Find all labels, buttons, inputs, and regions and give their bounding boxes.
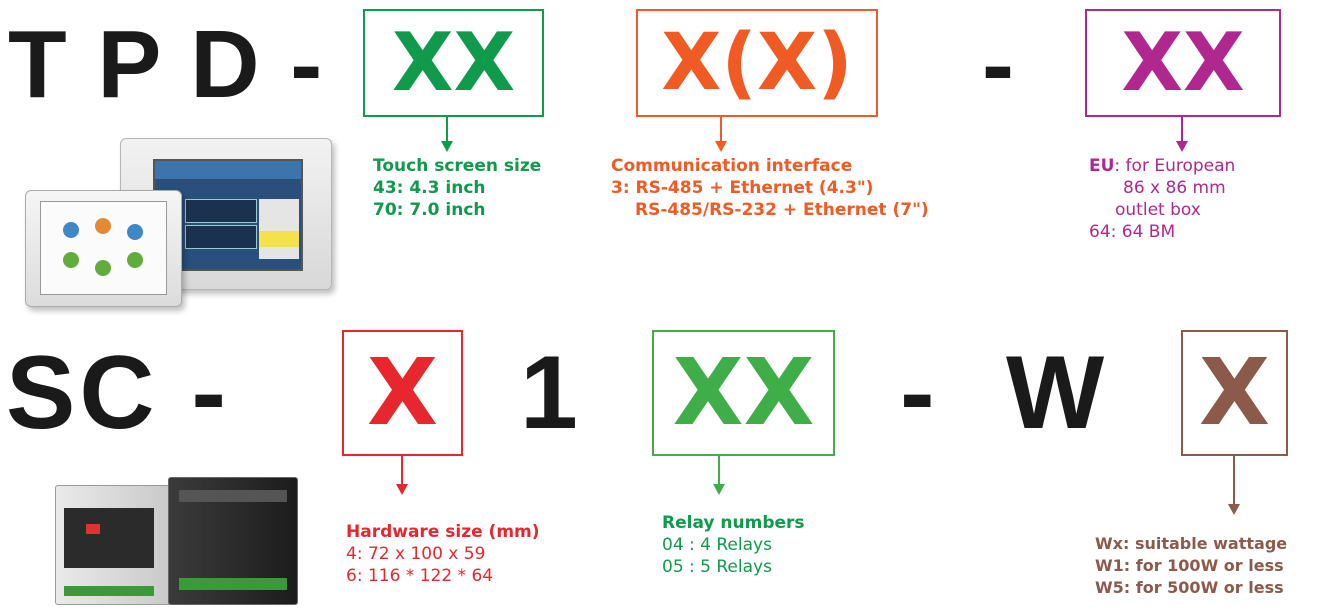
sc-dash: - [900, 335, 935, 451]
tpd-mount-eu-key: EU [1089, 156, 1115, 176]
sc-wattage-code-box: X [1181, 330, 1288, 456]
tpd-mount-eu-size: 86 x 86 mm [1123, 178, 1226, 198]
tpd-size-option: 70: 7.0 inch [373, 200, 486, 220]
tpd-mount-code: XX [1121, 16, 1245, 109]
sc-prefix: SC - [6, 335, 230, 451]
sc-series-digit: 1 [520, 335, 578, 451]
sc-hardware-code: X [367, 339, 438, 446]
tpd-mount-description: EU: for European 86 x 86 mm outlet box 6… [1089, 155, 1235, 243]
tpd-comm-description: Communication interface 3: RS-485 + Ethe… [611, 155, 929, 221]
tpd-comm-code-box: X(X) [636, 9, 878, 117]
sc-relay-option: 05 : 5 Relays [662, 557, 772, 577]
sc-wattage-option: W1: for 100W or less [1095, 556, 1284, 575]
sc-wattage-code: X [1199, 339, 1270, 446]
tpd-comm-option: RS-485/RS-232 + Ethernet (7") [635, 200, 929, 220]
sc-wattage-connector [1233, 456, 1235, 506]
tpd-size-code: XX [391, 16, 516, 109]
sc-wattage-description: Wx: suitable wattage W1: for 100W or les… [1095, 533, 1287, 599]
tpd-mount-option: 64: 64 BM [1089, 222, 1176, 242]
tpd-comm-arrow-icon [715, 141, 727, 152]
sc-device-image-6 [168, 477, 298, 605]
tpd-device-image-4inch [25, 190, 182, 307]
sc-hardware-option: 6: 116 * 122 * 64 [346, 566, 494, 586]
sc-hardware-arrow-icon [396, 484, 408, 495]
sc-relay-connector [718, 456, 720, 486]
sc-hardware-description: Hardware size (mm) 4: 72 x 100 x 59 6: 1… [346, 521, 540, 587]
tpd-comm-code: X(X) [661, 18, 853, 108]
tpd-size-connector [446, 117, 448, 143]
tpd-comm-title: Communication interface [611, 156, 853, 176]
sc-relay-code: XX [672, 339, 815, 446]
tpd-mount-eu-line: EU: for European [1089, 155, 1235, 177]
tpd-size-option: 43: 4.3 inch [373, 178, 486, 198]
sc-hardware-connector [401, 456, 403, 486]
sc-relay-option: 04 : 4 Relays [662, 535, 772, 555]
sc-relay-description: Relay numbers 04 : 4 Relays 05 : 5 Relay… [662, 512, 805, 578]
sc-relay-title: Relay numbers [662, 513, 805, 533]
tpd-size-arrow-icon [441, 141, 453, 152]
sc-w-letter: W [1006, 335, 1105, 451]
sc-relay-arrow-icon [713, 484, 725, 495]
tpd-mount-code-box: XX [1085, 9, 1281, 117]
tpd-mount-eu-text: : for European [1114, 156, 1236, 176]
tpd-mount-arrow-icon [1176, 141, 1188, 152]
tpd-size-title: Touch screen size [373, 156, 542, 176]
sc-wattage-option: W5: for 500W or less [1095, 578, 1284, 597]
tpd-size-description: Touch screen size 43: 4.3 inch 70: 7.0 i… [373, 155, 541, 221]
sc-hardware-title: Hardware size (mm) [346, 522, 540, 542]
tpd-comm-connector [720, 117, 722, 143]
tpd-mount-eu-box: outlet box [1115, 200, 1201, 220]
tpd-prefix: T P D - [8, 11, 325, 118]
sc-wattage-option: Wx: suitable wattage [1095, 534, 1288, 553]
sc-wattage-arrow-icon [1228, 504, 1240, 515]
sc-hardware-code-box: X [342, 330, 463, 456]
sc-relay-code-box: XX [652, 330, 835, 456]
tpd-size-code-box: XX [363, 9, 544, 117]
tpd-mount-connector [1181, 117, 1183, 143]
sc-device-image-4 [55, 485, 172, 605]
tpd-dash: - [982, 11, 1014, 118]
tpd-comm-option: 3: RS-485 + Ethernet (4.3") [611, 178, 874, 198]
sc-hardware-option: 4: 72 x 100 x 59 [346, 544, 486, 564]
